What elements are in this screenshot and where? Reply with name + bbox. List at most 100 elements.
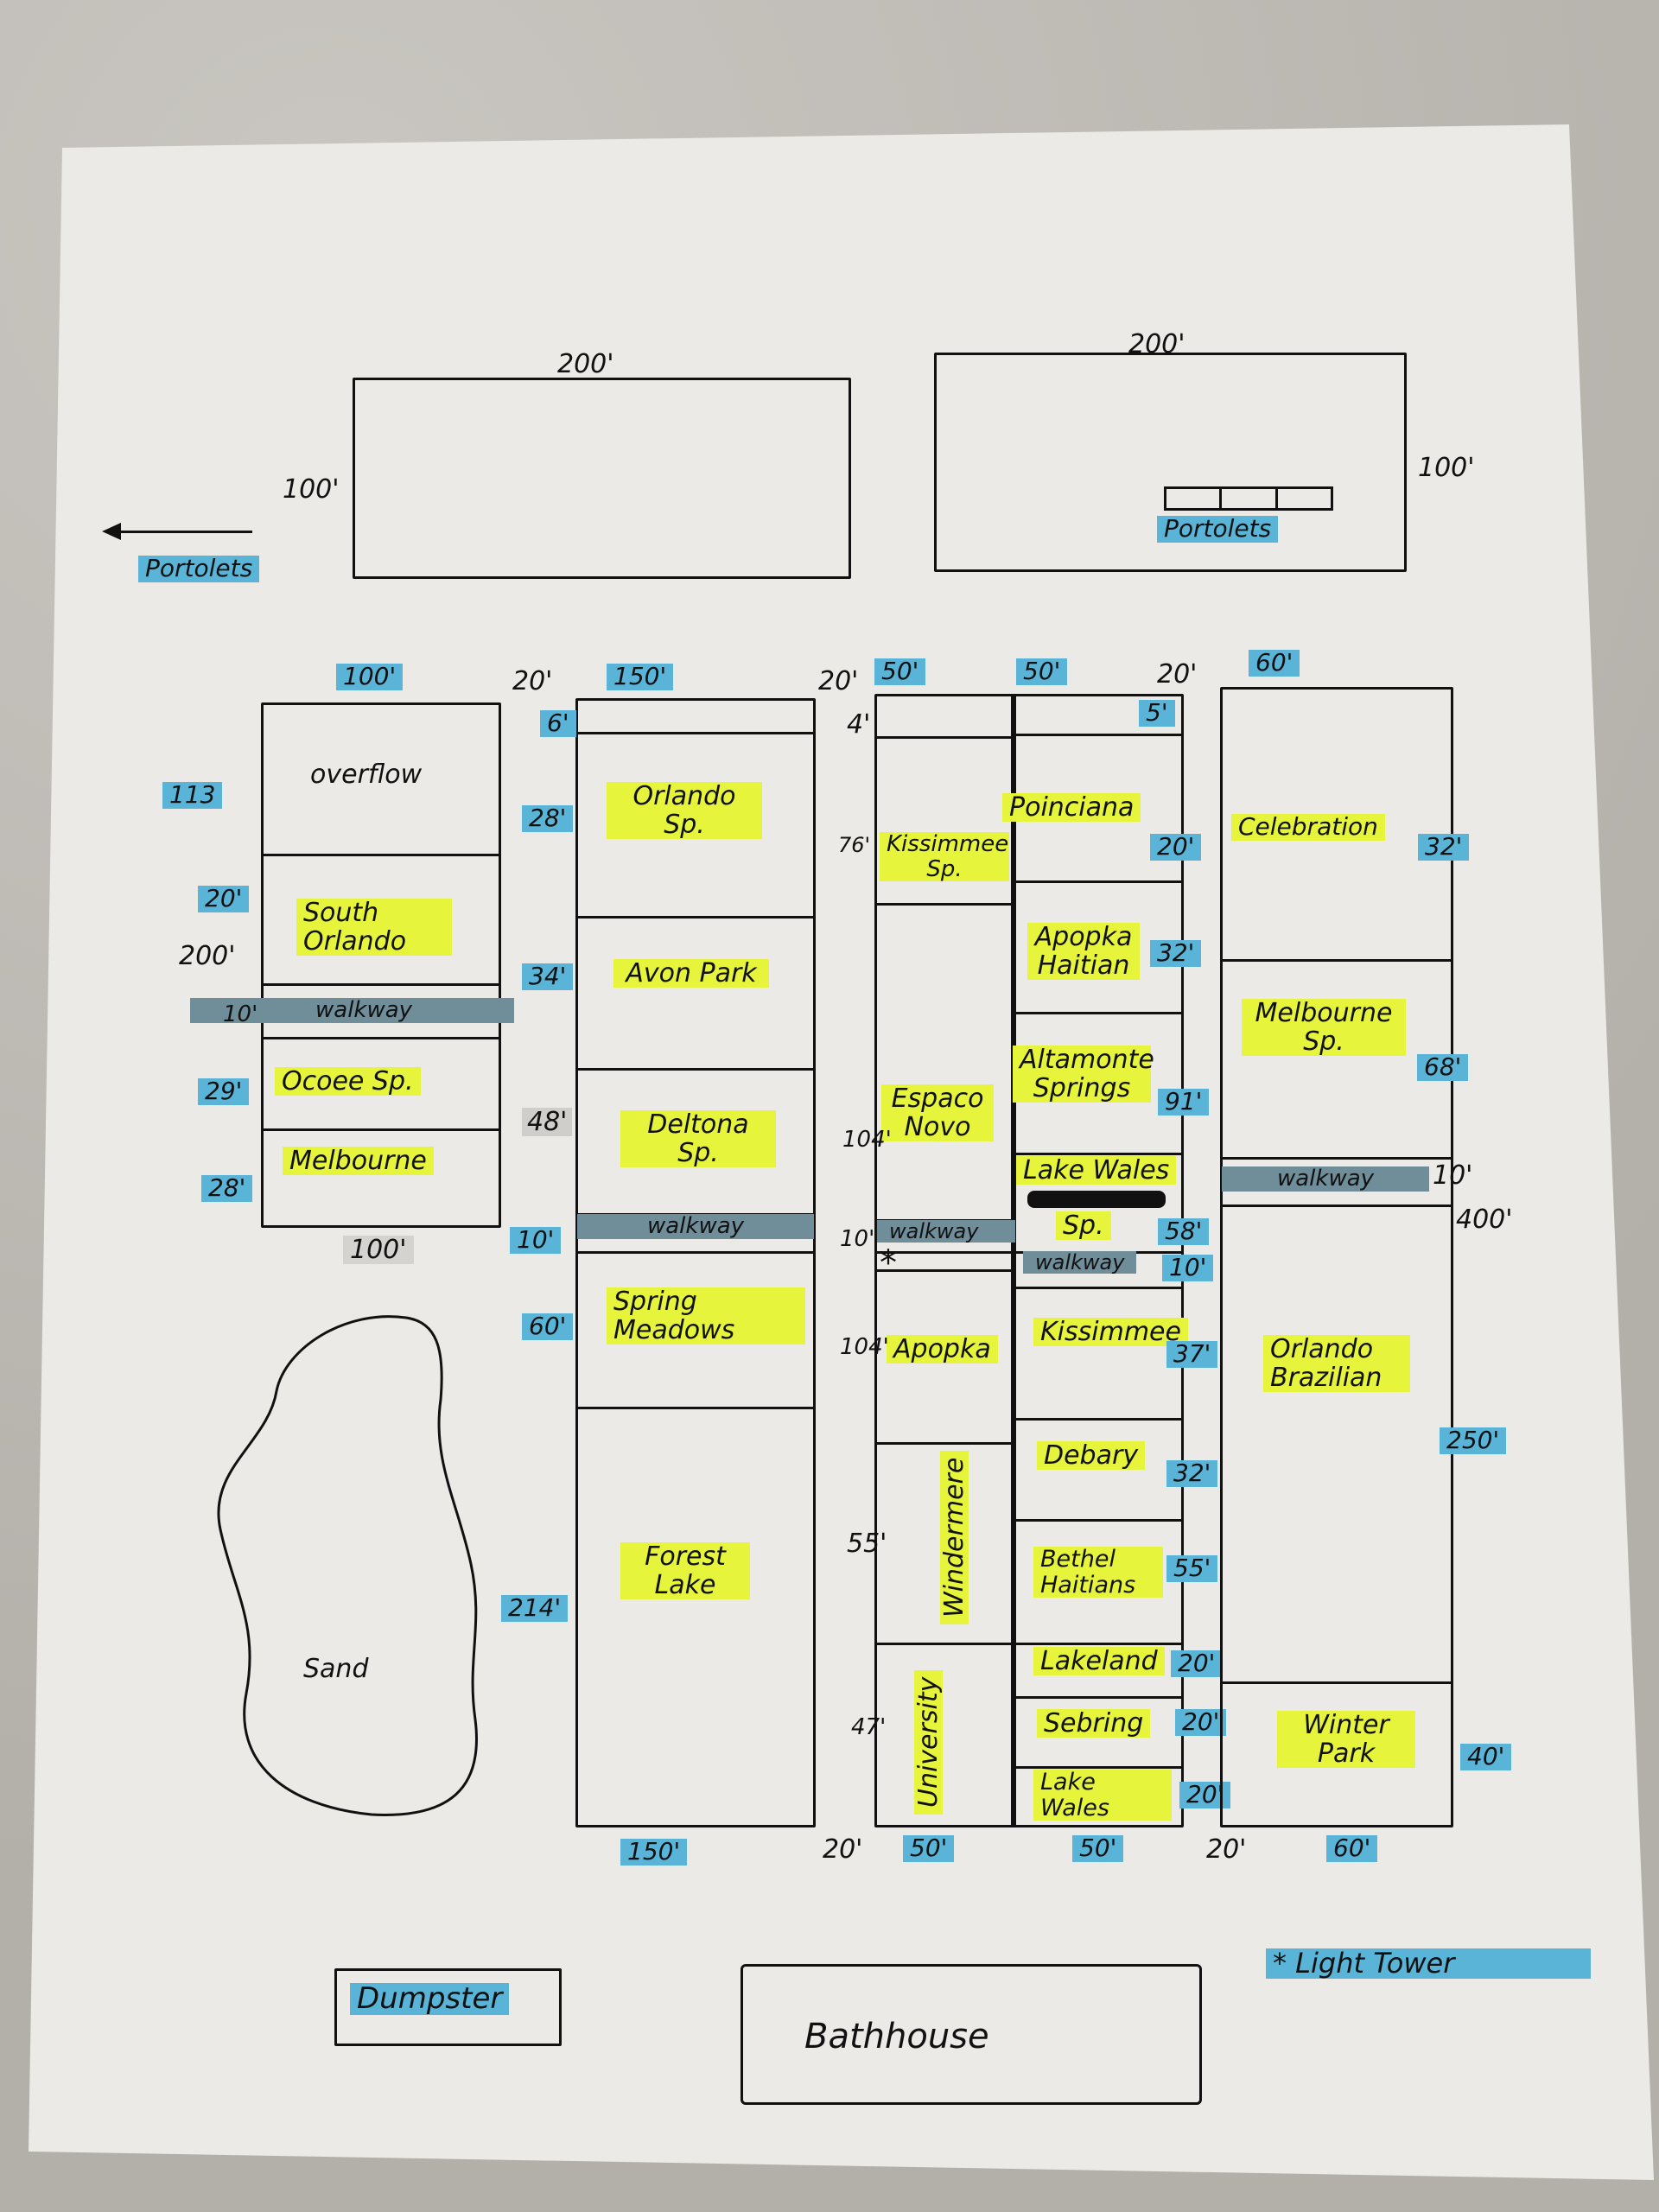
- dim-label: 76': [838, 833, 871, 857]
- lot-debary: Debary: [1037, 1441, 1146, 1470]
- lot-melbourne: Melbourne: [283, 1147, 434, 1175]
- dim-label: 58': [1158, 1217, 1210, 1245]
- lot-bethel-haitians: Bethel Haitians: [1033, 1547, 1163, 1599]
- lot-lakeland: Lakeland: [1033, 1647, 1165, 1675]
- dim-label: 55': [1166, 1554, 1218, 1582]
- lot-altamonte-springs: Altamonte Springs: [1013, 1046, 1154, 1103]
- lot-lake-wales-sp-suffix: Sp.: [1056, 1211, 1111, 1240]
- dim-label: 34': [522, 963, 574, 990]
- dim-label: 200': [179, 941, 236, 971]
- light-tower-legend: * Light Tower: [1266, 1948, 1591, 1980]
- walkway-c-left: walkway: [877, 1220, 1015, 1243]
- dim-label: 250': [1440, 1427, 1507, 1454]
- lot-spring-meadows: Spring Meadows: [607, 1287, 805, 1344]
- dim-label: 40': [1460, 1743, 1512, 1770]
- dim-label: 6': [540, 709, 576, 737]
- lot-lake-wales: Lake Wales: [1033, 1770, 1172, 1821]
- dim-label: 10': [223, 1001, 258, 1027]
- lot-deltona-sp: Deltona Sp.: [620, 1110, 776, 1167]
- lot-melbourne-sp: Melbourne Sp.: [1242, 999, 1406, 1056]
- lot-espaco-novo: Espaco Novo: [881, 1084, 994, 1141]
- portolets-arrow-label: Portolets: [138, 555, 260, 582]
- dim-label: 55': [847, 1529, 887, 1559]
- light-tower-asterisk-icon: *: [880, 1243, 897, 1283]
- dim-label: 91': [1158, 1088, 1210, 1116]
- bottom-dim: 100': [343, 1236, 414, 1264]
- dim-label: 10': [510, 1226, 562, 1254]
- top-dim: 100': [336, 663, 404, 690]
- dim-label: 32': [1166, 1459, 1218, 1487]
- dim-label: 10': [1162, 1254, 1214, 1281]
- lot2-height: 100': [1418, 453, 1475, 483]
- lot-forest-lake: Forest Lake: [620, 1542, 750, 1599]
- lot-orlando-sp: Orlando Sp.: [607, 782, 762, 839]
- column-a: [261, 702, 501, 1228]
- dim-label: 20': [1175, 1708, 1227, 1736]
- bottom-dim: 20': [1206, 1834, 1247, 1865]
- dim-label: 48': [522, 1108, 573, 1136]
- lot-poinciana: Poinciana: [1002, 793, 1141, 822]
- dim-label: 28': [522, 804, 574, 832]
- bathhouse-label: Bathhouse: [804, 2017, 989, 2056]
- dim-label: 104': [842, 1127, 892, 1153]
- parking-lot-1: [353, 378, 851, 579]
- top-dim: 60': [1249, 649, 1300, 677]
- bottom-dim: 50': [1072, 1834, 1124, 1862]
- dumpster-box: [334, 1968, 562, 2046]
- arrow-left-icon: [102, 523, 252, 540]
- lot1-height: 100': [283, 474, 340, 505]
- lot-orlando-brazilian: Orlando Brazilian: [1263, 1335, 1410, 1392]
- lot-kissimmee: Kissimmee: [1033, 1318, 1188, 1346]
- lot-south-orlando: South Orlando: [296, 899, 452, 956]
- sand-label: Sand: [303, 1654, 369, 1684]
- lot-celebration: Celebration: [1231, 813, 1385, 841]
- dim-label: 32': [1418, 833, 1470, 861]
- bottom-dim: 20': [823, 1834, 863, 1865]
- dim-label: 29': [198, 1077, 250, 1105]
- walkway-c-right: walkway: [1023, 1251, 1137, 1274]
- lot-winter-park: Winter Park: [1277, 1711, 1415, 1768]
- dim-label: 104': [840, 1334, 889, 1360]
- column-d: [1220, 687, 1453, 1827]
- lot-overflow: overflow: [310, 760, 423, 790]
- dim-label: 4': [847, 709, 871, 740]
- bottom-dim: 150': [620, 1838, 688, 1866]
- walkway-d: walkway: [1222, 1166, 1429, 1192]
- dim-label: 10': [840, 1226, 875, 1252]
- lot-apopka-haitian: Apopka Haitian: [1027, 923, 1140, 980]
- dim-label: 20': [1150, 833, 1202, 861]
- top-dim: 50': [874, 658, 926, 685]
- top-dim: 20': [818, 666, 859, 696]
- dim-label: 32': [1150, 939, 1202, 967]
- lot-kissimmee-sp: Kissimmee Sp.: [880, 832, 1009, 882]
- top-dim: 20': [1157, 659, 1198, 690]
- dumpster-label: Dumpster: [350, 1982, 510, 2016]
- dim-label: 28': [201, 1174, 253, 1202]
- dim-label: 5': [1139, 699, 1175, 727]
- walkway-a: walkway: [190, 998, 514, 1023]
- top-dim: 50': [1016, 658, 1068, 685]
- lot-apopka: Apopka: [887, 1335, 998, 1363]
- walkway-b: walkway: [577, 1214, 814, 1239]
- bathhouse-box: [741, 1964, 1202, 2105]
- lot2-width: 200': [1128, 329, 1185, 359]
- bottom-dim: 60': [1326, 1834, 1378, 1862]
- redacted-bar: [1027, 1191, 1166, 1208]
- lot-ocoee: Ocoee Sp.: [275, 1067, 421, 1096]
- dim-label: 113: [162, 781, 223, 809]
- lot-avon-park: Avon Park: [613, 959, 769, 988]
- dim-label: 68': [1417, 1053, 1469, 1081]
- lot-sebring: Sebring: [1037, 1709, 1151, 1738]
- parking-lot-2: [934, 353, 1407, 572]
- lot1-width: 200': [557, 349, 614, 379]
- top-dim: 150': [607, 663, 674, 690]
- lot-lake-wales-sp: Lake Wales: [1016, 1156, 1177, 1185]
- dim-label: 47': [851, 1714, 887, 1740]
- bottom-dim: 50': [903, 1834, 955, 1862]
- dim-label: 10': [1433, 1160, 1473, 1191]
- lot2-portolets-label: Portolets: [1157, 515, 1279, 543]
- dim-label: 20': [1171, 1649, 1223, 1677]
- top-dim: 20': [512, 666, 553, 696]
